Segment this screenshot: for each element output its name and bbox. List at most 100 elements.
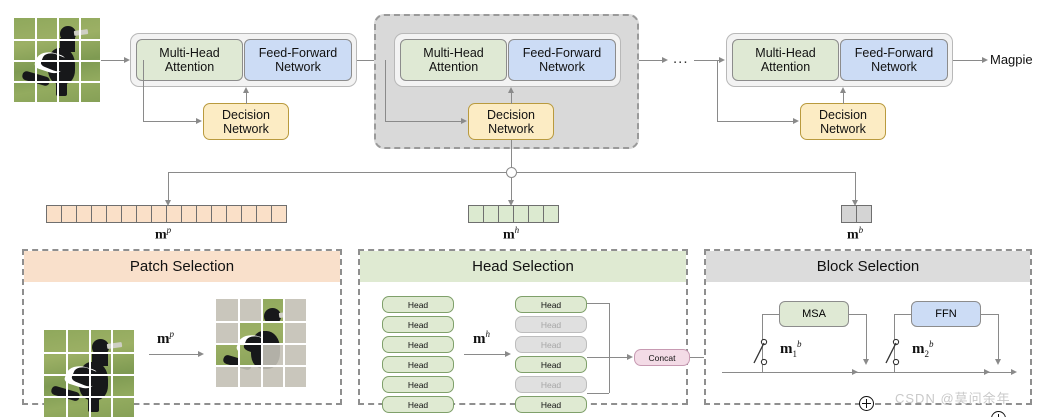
block2-to-dots-arrow (662, 57, 668, 63)
patch-mask-cell (212, 206, 227, 222)
switch-2-symbol: m (912, 341, 925, 357)
head-selection-title: Head Selection (360, 251, 686, 282)
block-1-ffn: Feed-Forward Network (244, 39, 352, 81)
msa-branch-in-h (762, 314, 780, 315)
patch-mask-cell (227, 206, 242, 222)
block2-to-dots-line (639, 60, 663, 61)
patch-mask-cell (137, 206, 152, 222)
patch-mask-cell (107, 206, 122, 222)
block-n-ffn-line2: Network (871, 60, 917, 74)
head-gather-bus (609, 303, 610, 393)
block-2-mha-line1: Multi-Head (423, 46, 484, 60)
head-output-pill-5: Head (515, 376, 587, 393)
patch-panel-arrow-line (149, 354, 199, 355)
block-2-decision-network: Decision Network (468, 103, 554, 140)
switch-2-sub: 2 (924, 349, 930, 359)
residual-add-2 (991, 411, 1006, 417)
block-2-dec-to-block-line (511, 92, 512, 104)
residual-rail-arrow-2 (984, 369, 990, 375)
patch-mask-label: mp (155, 225, 171, 244)
head-input-pill-4: Head (382, 356, 454, 373)
patch-mask-cell (197, 206, 212, 222)
patch-kept-r2c0 (216, 345, 238, 367)
block-mask-cell (842, 206, 857, 222)
head-mask-sup: h (514, 225, 520, 235)
residual-add-1 (859, 396, 874, 411)
block-1-dec-line2: Network (223, 121, 269, 136)
transformer-block-n: Multi-Head Attention Feed-Forward Networ… (726, 33, 953, 87)
dots-to-blockn-line (694, 60, 720, 61)
block-n-dec-to-block-line (843, 92, 844, 104)
head-mask-symbol: m (503, 227, 515, 243)
switch-1-symbol: m (780, 341, 793, 357)
drop-to-patch-arrow (164, 200, 171, 206)
block-1-input-branch-arrow (196, 118, 202, 124)
msa-branch-out-arrow (863, 359, 869, 365)
patch-kept-r0c2 (261, 299, 283, 321)
block-n-ffn-line1: Feed-Forward (854, 46, 934, 60)
block-2-input-branch-arrow (461, 118, 467, 124)
block-2-dec-to-block-arrow (507, 87, 514, 93)
msa-branch-out-h (849, 314, 867, 315)
head-gather-1 (587, 303, 609, 304)
patch-mask-cell (47, 206, 62, 222)
patch-mask-vector (46, 205, 287, 223)
junction-node (506, 167, 517, 178)
drop-to-head-arrow (507, 200, 514, 206)
block-n-mha-line1: Multi-Head (755, 46, 816, 60)
input-arrow-line (101, 60, 125, 61)
head-mask-cell (499, 206, 514, 222)
drop-to-patch-mask (168, 172, 169, 203)
patch-selection-panel: Patch Selection mp (22, 249, 342, 417)
block-1-mha: Multi-Head Attention (136, 39, 243, 81)
patch-kept-r1c2 (262, 322, 283, 344)
head-panel-arrow-line (464, 354, 506, 355)
residual-rail-arrow (1011, 369, 1017, 375)
drop-to-head-mask (511, 178, 512, 203)
head-gather-to-concat (609, 357, 628, 358)
patch-mask-sup: p (166, 225, 172, 235)
junction-bus-right (517, 172, 855, 173)
output-arrow-line (953, 60, 983, 61)
input-arrow-head (124, 57, 130, 63)
patch-mask-cell (122, 206, 137, 222)
block-mask-vector (841, 205, 872, 223)
block-1-dec-to-block-line (246, 92, 247, 104)
junction-bus-left (168, 172, 506, 173)
patch-mask-cell (257, 206, 272, 222)
switch-2-sup: b (929, 339, 934, 349)
head-mask-vector (468, 205, 559, 223)
ffn-branch-in-h (894, 314, 912, 315)
switch-2-label: m2b (912, 339, 934, 359)
block-n-input-branch-v (717, 60, 718, 121)
head-mask-cell (529, 206, 544, 222)
block-2-ffn: Feed-Forward Network (508, 39, 616, 81)
patch-mask-cell (182, 206, 197, 222)
block-n-dec-line2: Network (820, 121, 866, 136)
head-mask-cell (514, 206, 529, 222)
residual-rail-arrow-1 (852, 369, 858, 375)
head-gather-6 (587, 393, 609, 394)
head-input-pill-5: Head (382, 376, 454, 393)
bird-head (60, 26, 76, 41)
block-2-mha-line2: Attention (428, 60, 479, 74)
switch-2 (882, 337, 908, 367)
concat-box: Concat (634, 349, 690, 366)
block-selection-title: Block Selection (706, 251, 1030, 282)
block-1-dec-to-block-arrow (242, 87, 249, 93)
block-1-input-branch-h (143, 121, 196, 122)
msa-box: MSA (779, 301, 849, 327)
block-1-input-branch-v (143, 60, 144, 121)
input-image-magpie (14, 18, 100, 102)
patch-mask-cell (92, 206, 107, 222)
block-n-dec-line1: Decision (819, 107, 867, 122)
block-n-ffn: Feed-Forward Network (840, 39, 948, 81)
ellipsis-label: ... (673, 50, 689, 67)
residual-rail (722, 372, 1012, 373)
patch-panel-masked-image (216, 299, 306, 387)
patch-mask-cell (167, 206, 182, 222)
